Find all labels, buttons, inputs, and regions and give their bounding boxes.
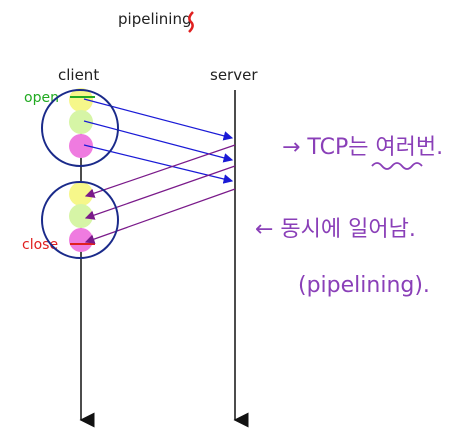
request-dot-1 bbox=[69, 88, 93, 112]
request-group-circle bbox=[41, 89, 119, 167]
request-dot-3 bbox=[69, 134, 93, 158]
response-arrow-3 bbox=[84, 188, 236, 244]
title-pen-mark bbox=[188, 11, 194, 33]
client-label: client bbox=[58, 66, 99, 84]
request-arrow-1 bbox=[83, 98, 234, 141]
response-dot-2 bbox=[69, 204, 93, 228]
response-group-circle bbox=[41, 181, 119, 259]
open-label: open bbox=[24, 90, 59, 106]
response-arrow-1 bbox=[84, 144, 236, 198]
server-label: server bbox=[210, 66, 258, 84]
response-dot-1 bbox=[69, 182, 93, 206]
response-arrow-2 bbox=[84, 165, 236, 220]
request-dot-2 bbox=[69, 110, 93, 134]
response-dot-3 bbox=[69, 228, 93, 252]
diagram-title: pipelining bbox=[118, 10, 191, 28]
request-arrow-2 bbox=[83, 120, 234, 163]
request-arrow-3 bbox=[83, 144, 234, 184]
annotation-tcp: → TCP는 여러번. bbox=[282, 135, 443, 160]
annotation-pipelining: (pipelining). bbox=[298, 273, 430, 298]
annotation-squiggle bbox=[371, 162, 423, 170]
annotation-simultaneous: ← 동시에 일어남. bbox=[255, 217, 416, 242]
